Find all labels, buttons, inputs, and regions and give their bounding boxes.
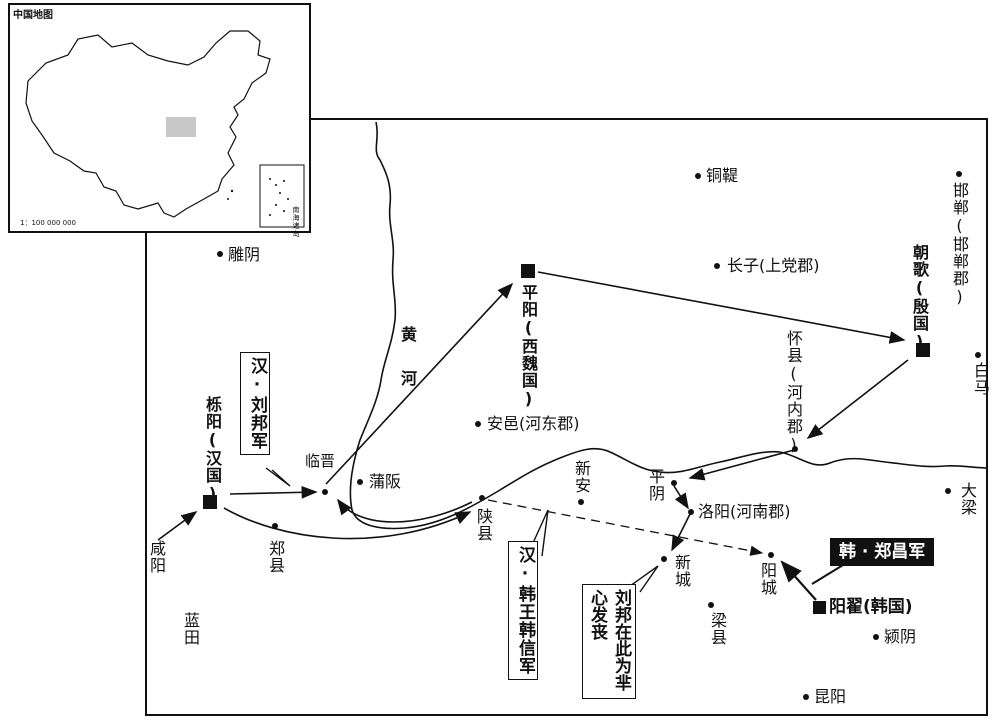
capital-zhaoge	[916, 343, 930, 357]
place-yangcheng: 阳城	[758, 562, 777, 596]
route-zhaoge-huaixian	[806, 359, 909, 439]
callout-han-liu-bang: 汉·刘邦军	[240, 352, 270, 455]
south-china-sea-box	[259, 164, 305, 228]
yellow-river-line	[349, 121, 989, 530]
place-baima: 白马	[971, 362, 990, 396]
inset-map-svg	[25, 30, 305, 228]
place-handan: 邯郸(邯郸郡)	[950, 182, 969, 307]
place-kunyang: 昆阳	[814, 687, 847, 706]
route-shanxian-yangcheng-dashed	[487, 499, 764, 556]
route-linjin-pingyang	[325, 282, 514, 485]
callout-han-zheng-chang: 韩 · 郑昌军	[830, 538, 935, 566]
callout-pointer-liu-bang	[265, 467, 291, 487]
place-daliang: 大梁	[958, 482, 977, 516]
inset-highlight-region	[166, 117, 196, 137]
place-puban: 蒲阪	[369, 472, 402, 491]
inset-title: 中国地图	[13, 10, 53, 21]
route-pingyang-zhaoge	[537, 271, 906, 344]
place-diaoyin: 雕阴	[228, 245, 261, 264]
route-pingyin-luoyang	[673, 485, 689, 510]
route-yueyang-shanxian	[223, 507, 472, 540]
town-dots	[217, 171, 981, 700]
place-anyi: 安邑(河东郡)	[487, 414, 580, 433]
inset-scale: 1：100 000 000	[20, 219, 76, 227]
place-pingyin: 平阴	[646, 468, 665, 502]
place-zhaoge: 朝歌(殷国)	[910, 244, 929, 352]
place-xinan: 新安	[572, 460, 591, 494]
capital-yangzhai	[813, 601, 826, 614]
place-tongdi: 铜鞮	[706, 166, 739, 185]
route-yueyang-linjin	[229, 485, 318, 499]
route-shanxian-linjin	[337, 498, 473, 523]
place-zhengxian: 郑县	[266, 540, 285, 574]
callout-han-han-xin: 汉·韩王韩信军	[508, 541, 538, 680]
place-linjin: 临晋	[305, 452, 336, 470]
callout-liu-bang-note-text: 刘邦在此为芈心发丧	[587, 589, 631, 691]
place-huaixian: 怀县(河内郡)	[784, 330, 803, 455]
place-yangzhai: 阳翟(韩国)	[829, 597, 913, 617]
place-yueyang: 栎阳(汉国)	[203, 396, 222, 504]
route-huaixian-pingyin	[688, 449, 795, 481]
route-yangzhai-yangcheng	[780, 560, 817, 601]
capital-yueyang	[203, 495, 217, 509]
place-xianyang: 咸阳	[147, 540, 166, 574]
callout-liu-bang-note: 刘邦在此为芈心发丧	[582, 584, 636, 699]
river-label: 黄河	[398, 326, 417, 414]
capital-pingyang	[521, 264, 535, 278]
place-pingyang: 平阳(西魏国)	[519, 284, 538, 409]
place-yingyin: 颍阴	[884, 627, 917, 646]
place-lantian: 蓝田	[181, 612, 200, 646]
main-map-frame	[145, 118, 988, 716]
place-changzi: 长子(上党郡)	[727, 256, 820, 275]
sea-islands	[227, 178, 289, 216]
route-luoyang-xincheng	[671, 513, 691, 552]
callout-pointer-note	[629, 565, 659, 593]
place-shanxian: 陕县	[474, 508, 493, 542]
china-outline	[25, 30, 271, 218]
place-xincheng: 新城	[672, 554, 691, 588]
inset-scs-label: 南海诸岛	[292, 206, 300, 238]
place-luoyang: 洛阳(河南郡)	[698, 502, 791, 521]
place-liangxian: 梁县	[708, 612, 727, 646]
route-xianyang-yueyang	[157, 511, 198, 541]
